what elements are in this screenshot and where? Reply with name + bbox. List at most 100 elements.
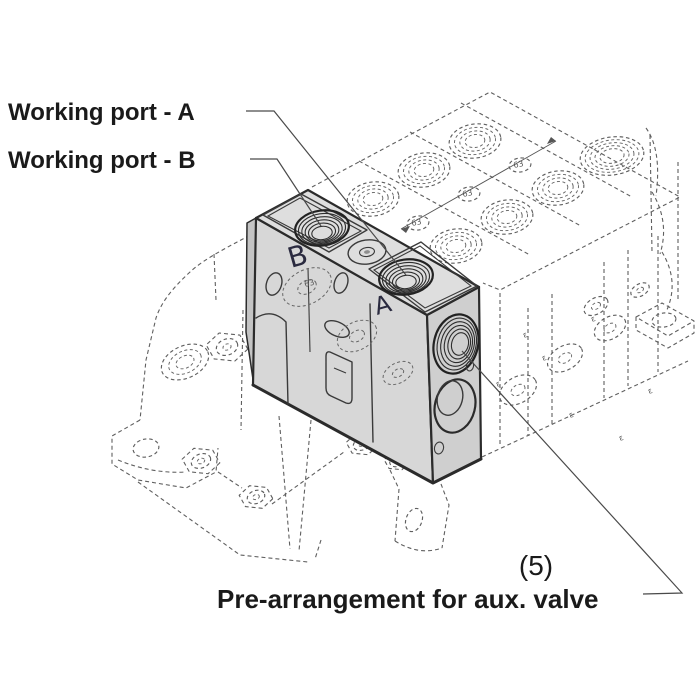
face-hole xyxy=(333,272,349,294)
thread-ring xyxy=(304,219,340,243)
thread-ring xyxy=(531,170,585,206)
thread-ring xyxy=(404,507,424,533)
spool-end-bottom xyxy=(394,540,443,552)
thread-ring xyxy=(448,123,502,159)
thread-ring xyxy=(486,202,528,232)
inlet-foot xyxy=(111,419,219,489)
hidden-plug xyxy=(457,186,481,202)
centerline xyxy=(400,140,557,230)
thread-ring xyxy=(630,282,650,298)
thread-ring xyxy=(307,222,337,242)
thread-ring xyxy=(378,258,434,296)
face-slot xyxy=(324,320,350,338)
thread-ring xyxy=(301,216,343,244)
inlet-foot-edge xyxy=(117,459,187,473)
thread-ring xyxy=(594,145,630,167)
hidden-plug xyxy=(508,157,532,173)
thread-ring xyxy=(282,267,332,307)
working-port-a xyxy=(378,258,434,296)
thread-ring xyxy=(590,301,602,311)
section-joint xyxy=(358,160,531,256)
thread-ring xyxy=(429,228,483,264)
label-working-port-b: Working port - B xyxy=(8,147,196,174)
thread-ring xyxy=(546,343,584,373)
hidden-bore xyxy=(630,282,650,298)
thread-ring xyxy=(397,152,451,188)
hidden-assembly: 63 63 63 ε ε ε ε ε ε ε xyxy=(111,91,695,563)
thread-ring xyxy=(542,177,574,199)
thread-ring xyxy=(445,238,467,254)
thread-ring xyxy=(599,148,625,164)
thread-ring xyxy=(464,133,486,149)
thread-ring xyxy=(403,155,445,185)
hex-bolt xyxy=(238,485,274,509)
thread-ring xyxy=(382,360,414,386)
thread-ring xyxy=(491,206,523,228)
thread-ring xyxy=(480,199,534,235)
thread-ring xyxy=(391,368,405,378)
hidden-tick xyxy=(314,539,322,560)
valve-section-block: 63 B A xyxy=(245,188,483,485)
thread-ring xyxy=(583,295,609,317)
working-port-b xyxy=(294,209,350,247)
thread-ring xyxy=(508,157,532,173)
thread-ring xyxy=(432,313,480,375)
plug-mark: 63 xyxy=(303,278,315,289)
spool-end xyxy=(440,483,450,549)
thread-ring xyxy=(388,268,424,292)
hidden-port xyxy=(397,152,451,188)
thread-ring xyxy=(190,453,212,469)
block-right-face xyxy=(425,285,483,485)
inlet-bore xyxy=(160,343,210,381)
hidden-bar-edge xyxy=(278,415,291,550)
thread-ring xyxy=(584,139,640,173)
hidden-port xyxy=(448,123,502,159)
thread-mark: ε xyxy=(590,314,597,324)
hidden-bar-edge xyxy=(298,419,312,552)
thread-mark: ε xyxy=(568,410,575,420)
port-a-plateau xyxy=(368,241,478,313)
thread-ring xyxy=(406,215,430,231)
lower-hidden-details xyxy=(278,415,450,560)
thread-ring xyxy=(132,438,160,458)
thread-ring xyxy=(498,374,538,406)
outlet-bulge xyxy=(661,251,673,313)
hex-bolt-rings xyxy=(190,453,212,469)
label-working-port-a: Working port - A xyxy=(8,99,195,126)
thread-ring xyxy=(589,142,635,170)
thread-ring xyxy=(440,235,472,257)
leader-lines xyxy=(246,110,684,595)
thread-ring xyxy=(196,457,206,465)
thread-ring xyxy=(447,328,472,360)
bank-bottom-edge xyxy=(481,360,689,458)
thread-ring xyxy=(651,312,677,328)
hex-outline xyxy=(181,447,221,475)
thread-ring xyxy=(352,184,394,214)
outlet-foot-base xyxy=(635,317,695,349)
thread-ring xyxy=(391,271,421,291)
front-face-details: 63 xyxy=(255,267,414,443)
hidden-plug xyxy=(406,215,430,231)
label-ref-number: (5) xyxy=(519,550,553,581)
thread-ring xyxy=(443,324,474,364)
inlet-outline xyxy=(139,231,257,421)
thread-ring xyxy=(294,209,350,247)
thread-mark: ε xyxy=(618,433,625,443)
hidden-port xyxy=(429,228,483,264)
thread-ring xyxy=(311,225,333,241)
thread-ring xyxy=(297,279,317,295)
thread-ring xyxy=(168,349,202,375)
plug-mark: 63 xyxy=(411,217,423,228)
thread-ring xyxy=(215,338,239,356)
thread-ring xyxy=(408,159,440,181)
hex-bolt xyxy=(181,447,221,475)
hex-plug xyxy=(205,332,249,362)
outlet-port xyxy=(579,136,645,176)
thread-mark: ε xyxy=(495,379,502,389)
outlet-foot xyxy=(635,302,695,337)
thread-ring xyxy=(395,274,417,290)
thread-ring xyxy=(435,231,477,261)
hidden-face-bore xyxy=(382,360,414,386)
thread-ring xyxy=(252,493,260,501)
